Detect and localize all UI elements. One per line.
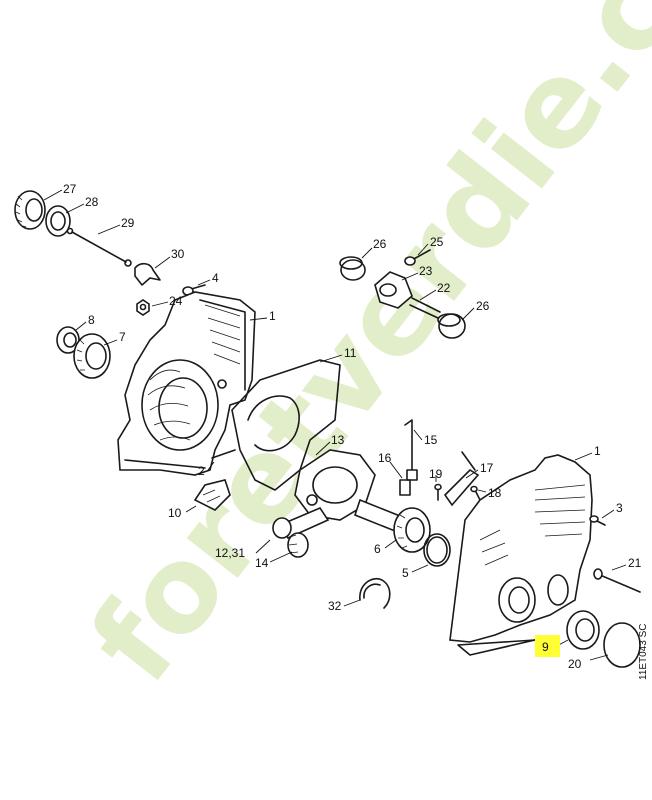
label-26-bottom: 26 bbox=[476, 299, 490, 313]
circlip-32 bbox=[359, 578, 391, 609]
label-8: 8 bbox=[88, 313, 95, 327]
label-9: 9 bbox=[542, 640, 549, 654]
label-2: 2 bbox=[198, 464, 205, 478]
bracket-10 bbox=[193, 479, 231, 511]
label-14: 14 bbox=[255, 556, 269, 570]
bushing-26-top bbox=[339, 256, 366, 281]
ring-5 bbox=[423, 533, 451, 567]
label-30: 30 bbox=[171, 247, 185, 261]
label-3: 3 bbox=[616, 501, 623, 515]
pin-22 bbox=[409, 297, 441, 319]
label-20: 20 bbox=[568, 657, 582, 671]
clip-30 bbox=[134, 262, 161, 286]
lever-17 bbox=[443, 451, 480, 507]
label-21: 21 bbox=[628, 556, 642, 570]
label-7: 7 bbox=[119, 330, 126, 344]
cover-20 bbox=[603, 622, 641, 668]
mount-23 bbox=[374, 271, 413, 309]
label-28: 28 bbox=[85, 195, 99, 209]
label-29: 29 bbox=[121, 216, 135, 230]
label-24: 24 bbox=[169, 294, 183, 308]
drawing-code: 11ET043 SC bbox=[638, 623, 649, 680]
label-15: 15 bbox=[424, 433, 438, 447]
rod-15 bbox=[404, 419, 418, 481]
wire-29 bbox=[66, 227, 132, 267]
screw-3 bbox=[589, 515, 606, 526]
label-6: 6 bbox=[374, 542, 381, 556]
spring-16 bbox=[399, 479, 411, 496]
bushing-12 bbox=[272, 517, 292, 539]
bearing-7 bbox=[73, 333, 111, 379]
bushing-26-bottom bbox=[437, 313, 466, 339]
label-25: 25 bbox=[430, 235, 444, 249]
label-19: 19 bbox=[429, 467, 443, 481]
label-4: 4 bbox=[212, 271, 219, 285]
needle-cage-14 bbox=[287, 532, 309, 558]
crankcase-left-1 bbox=[117, 291, 256, 476]
seal-9 bbox=[566, 610, 600, 650]
label-18: 18 bbox=[488, 486, 502, 500]
label-17: 17 bbox=[480, 461, 494, 475]
label-10: 10 bbox=[168, 506, 182, 520]
leader-lines bbox=[43, 189, 627, 661]
washer-28 bbox=[45, 205, 71, 237]
label-16: 16 bbox=[378, 451, 392, 465]
label-32: 32 bbox=[328, 599, 342, 613]
pin-2 bbox=[211, 449, 236, 459]
label-12-31: 12,31 bbox=[215, 546, 245, 560]
screw-18 bbox=[470, 485, 481, 501]
nut-24 bbox=[136, 299, 150, 316]
label-1-right: 1 bbox=[594, 444, 601, 458]
label-26-top: 26 bbox=[373, 237, 387, 251]
highlight-box bbox=[535, 635, 560, 657]
gasket-11 bbox=[231, 359, 341, 491]
screw-25 bbox=[404, 249, 431, 266]
label-13: 13 bbox=[331, 433, 345, 447]
screw-19 bbox=[434, 483, 442, 501]
label-23: 23 bbox=[419, 264, 433, 278]
bearing-6 bbox=[393, 507, 431, 553]
crankcase-right-1 bbox=[449, 454, 593, 656]
label-5: 5 bbox=[402, 566, 409, 580]
label-27: 27 bbox=[63, 182, 77, 196]
label-11: 11 bbox=[344, 346, 357, 360]
part-labels: 27 28 29 30 4 24 8 7 1 11 26 25 23 22 26… bbox=[63, 182, 642, 671]
bolt-21 bbox=[593, 568, 641, 593]
label-1-left: 1 bbox=[269, 309, 276, 323]
label-22: 22 bbox=[437, 281, 451, 295]
sprocket-27 bbox=[14, 190, 46, 230]
